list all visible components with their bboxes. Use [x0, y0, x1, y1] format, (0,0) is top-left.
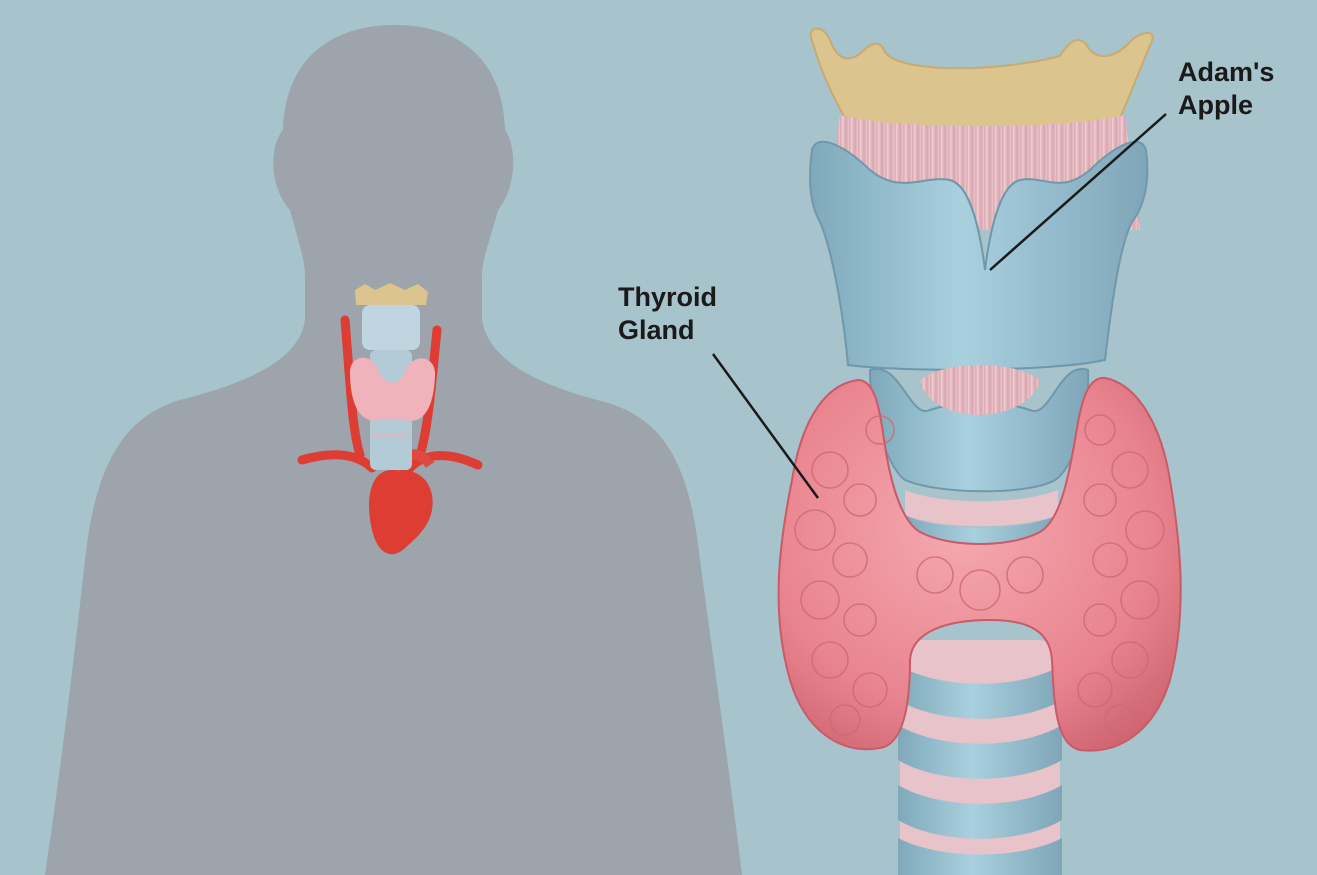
thyroid-gland-label-line1: Thyroid [618, 281, 717, 314]
trachea-icon [898, 640, 1062, 875]
hyoid-bone-icon [811, 29, 1153, 131]
adams-apple-label-line1: Adam's [1178, 56, 1274, 89]
thyroid-gland-leader-line [713, 354, 818, 498]
thyroid-gland-label-line2: Gland [618, 314, 717, 347]
adams-apple-label-line2: Apple [1178, 89, 1274, 122]
adams-apple-label: Adam's Apple [1178, 56, 1274, 122]
thyroid-gland-label: Thyroid Gland [618, 281, 717, 347]
